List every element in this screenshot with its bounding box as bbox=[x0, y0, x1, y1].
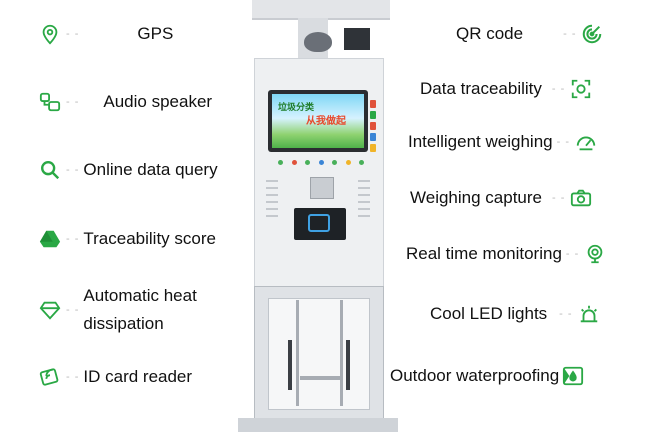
map-pin-icon bbox=[38, 22, 62, 46]
dome-camera-icon bbox=[304, 32, 332, 52]
connector: - - bbox=[552, 192, 566, 204]
feature-label: GPS bbox=[137, 24, 174, 43]
connector: - - bbox=[551, 83, 566, 95]
webcam-icon bbox=[583, 242, 607, 266]
drive-triangle-icon bbox=[38, 227, 62, 251]
kiosk-vent-right bbox=[358, 180, 370, 222]
feature-online-data-query: - - Online data query bbox=[38, 158, 218, 182]
kiosk-screen-display: 垃圾分类 从我做起 bbox=[272, 94, 364, 148]
feature-id-card-reader: - - ID card reader bbox=[38, 365, 192, 389]
feature-label: Cool LED lights bbox=[430, 304, 548, 323]
search-icon bbox=[38, 158, 62, 182]
connector: - - bbox=[66, 304, 80, 316]
connector: - - bbox=[565, 248, 580, 260]
feature-traceability-score: - - Traceability score bbox=[38, 227, 216, 251]
feature-label: ID card reader bbox=[83, 367, 193, 386]
feature-label: Intelligent weighing bbox=[408, 132, 553, 151]
connector: - - bbox=[66, 233, 80, 245]
feature-label: Online data query bbox=[83, 160, 218, 179]
kiosk-screen: 垃圾分类 从我做起 bbox=[268, 90, 368, 152]
feature-audio-speaker: - - Audio speaker bbox=[38, 90, 212, 114]
kiosk-indicator-dots bbox=[278, 160, 364, 166]
audio-speaker-icon bbox=[38, 90, 62, 114]
qr-code-icon bbox=[580, 22, 604, 46]
connector: - - bbox=[66, 371, 80, 383]
diamond-icon bbox=[38, 298, 62, 322]
kiosk-card-reader bbox=[294, 208, 346, 240]
feature-automatic-heat-dissipation: - - Automatic heat dissipation bbox=[38, 282, 213, 338]
kiosk-side-box bbox=[344, 28, 370, 50]
feature-label: Weighing capture bbox=[410, 188, 542, 207]
frame-post bbox=[296, 300, 299, 406]
kiosk-roof bbox=[252, 0, 390, 20]
feature-cool-led-lights: Cool LED lights - - bbox=[430, 302, 601, 326]
feature-label: Audio speaker bbox=[103, 92, 213, 111]
kiosk-vent-left bbox=[266, 180, 278, 222]
kiosk-side-buttons bbox=[370, 100, 376, 155]
feature-label: Traceability score bbox=[83, 229, 216, 248]
feature-qr-code: QR code - - bbox=[456, 22, 604, 46]
feature-label: Outdoor waterproofing bbox=[390, 366, 560, 385]
feature-outdoor-waterproofing: Outdoor waterproofing bbox=[390, 364, 585, 388]
camera-icon bbox=[569, 186, 593, 210]
scan-frame-icon bbox=[569, 77, 593, 101]
kiosk-illustration: 垃圾分类 从我做起 bbox=[218, 0, 418, 434]
feature-real-time-monitoring: Real time monitoring - - bbox=[406, 242, 607, 266]
frame-post bbox=[340, 300, 343, 406]
connector: - - bbox=[559, 308, 573, 320]
feature-intelligent-weighing: Intelligent weighing - - bbox=[408, 130, 598, 154]
piston-rod bbox=[346, 340, 350, 390]
feature-label: Automatic heat dissipation bbox=[83, 286, 197, 333]
screen-slogan: 从我做起 bbox=[306, 116, 346, 127]
feature-weighing-capture: Weighing capture - - bbox=[410, 186, 593, 210]
waterproof-icon bbox=[561, 364, 585, 388]
connector: - - bbox=[66, 164, 80, 176]
feature-label: QR code bbox=[456, 24, 524, 43]
weighing-icon bbox=[574, 130, 598, 154]
connector: - - bbox=[66, 96, 80, 108]
kiosk-bin-frame bbox=[268, 298, 370, 410]
frame-bar bbox=[300, 376, 340, 380]
feature-label: Data traceability bbox=[420, 79, 542, 98]
connector: - - bbox=[556, 136, 570, 148]
screen-title: 垃圾分类 bbox=[278, 102, 315, 112]
alarm-light-icon bbox=[577, 302, 601, 326]
feature-gps: - - GPS bbox=[38, 22, 173, 46]
kiosk-scanner bbox=[310, 177, 334, 199]
connector: - - bbox=[66, 28, 80, 40]
piston-rod bbox=[288, 340, 292, 390]
feature-data-traceability: Data traceability - - bbox=[420, 77, 593, 101]
feature-label: Real time monitoring bbox=[406, 244, 562, 263]
id-card-icon bbox=[38, 365, 62, 389]
connector: - - bbox=[563, 28, 577, 40]
kiosk-base bbox=[238, 418, 398, 432]
